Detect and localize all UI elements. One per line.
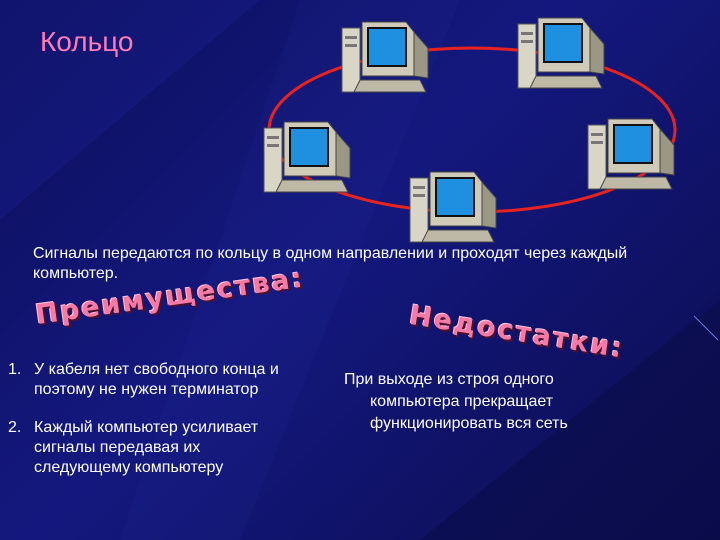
disadvantages-line: функционировать вся сеть	[370, 415, 568, 432]
list-number: 1.	[8, 361, 22, 378]
slide-title: Кольцо	[40, 26, 134, 57]
computer-icon	[404, 168, 500, 253]
list-text: Каждый компьютер усиливает сигналы перед…	[34, 419, 259, 476]
computer-icon	[258, 118, 354, 203]
disadvantages-line: При выходе из строя одного	[344, 371, 554, 388]
list-number: 2.	[8, 419, 22, 436]
list-text: У кабеля нет свободного конца и поэтому …	[34, 361, 279, 398]
computer-icon	[336, 18, 432, 103]
disadvantages-text: При выходе из строя одного компьютера пр…	[344, 369, 634, 435]
disadvantages-line: компьютера прекращает	[370, 393, 554, 410]
decorative-line	[693, 315, 719, 341]
computer-icon	[582, 115, 678, 200]
computer-icon	[512, 14, 608, 99]
ring-description: Сигналы передаются по кольцу в одном нап…	[33, 245, 628, 282]
advantages-list: 1. У кабеля нет свободного конца и поэто…	[8, 360, 298, 496]
list-item: 2. Каждый компьютер усиливает сигналы пе…	[8, 418, 298, 478]
list-item: 1. У кабеля нет свободного конца и поэто…	[8, 360, 298, 400]
